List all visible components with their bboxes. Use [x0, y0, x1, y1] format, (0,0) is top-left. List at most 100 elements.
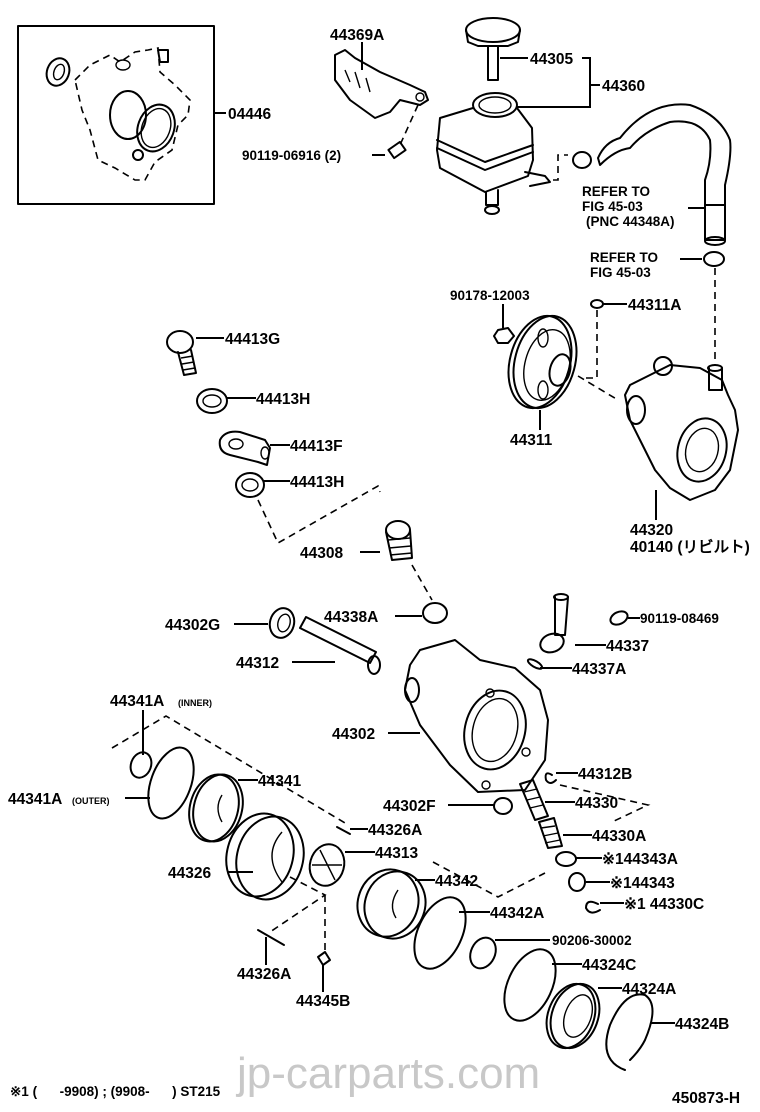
refer1-line1[interactable]: REFER TO: [582, 184, 650, 199]
label-44342A: 44342A: [490, 905, 544, 922]
plug-44302F[interactable]: [493, 797, 513, 815]
label-44313: 44313: [375, 845, 418, 862]
refer2-line2[interactable]: FIG 45-03: [590, 265, 651, 280]
label-40140: 40140 (リビルト): [630, 538, 750, 556]
plug-144343[interactable]: [568, 872, 586, 892]
rotor-44313[interactable]: [305, 840, 349, 889]
bracket-44369A[interactable]: [334, 49, 429, 119]
bearing-44324A[interactable]: [538, 977, 608, 1055]
pulley-44311[interactable]: [499, 309, 586, 415]
label-44302: 44302: [332, 726, 375, 743]
label-44320: 44320: [630, 522, 673, 539]
kit-gasket-icon: [74, 47, 191, 181]
label-90119-06916: 90119-06916 (2): [242, 148, 341, 163]
snap-ring-90206-30002[interactable]: [465, 933, 500, 972]
kit-oil-seal-icon: [45, 57, 71, 87]
housing-44302[interactable]: [404, 639, 549, 793]
label-44342: 44342: [435, 873, 478, 890]
label-90178-12003: 90178-12003: [450, 288, 530, 303]
o-ring-44341A-inner[interactable]: [127, 749, 155, 780]
snap-ring-44324B[interactable]: [605, 993, 654, 1071]
seal-kit-box[interactable]: [17, 25, 226, 205]
label-44330: 44330: [575, 795, 618, 812]
label-44302G: 44302G: [165, 617, 220, 634]
o-ring-44342A[interactable]: [404, 889, 476, 976]
label-44413H-upper: 44413H: [256, 391, 310, 408]
relief-valve-44330[interactable]: [519, 779, 549, 821]
o-ring-44341A-outer[interactable]: [140, 741, 203, 824]
label-44413G: 44413G: [225, 331, 280, 348]
pump-assembly-44320[interactable]: [624, 356, 739, 501]
label-44330A: 44330A: [592, 828, 646, 845]
hose-clamp-icon[interactable]: [572, 151, 592, 169]
label-44308: 44308: [300, 545, 343, 562]
pin-44345B[interactable]: [317, 951, 331, 966]
watermark: jp-carparts.com: [235, 1049, 540, 1098]
label-44312B: 44312B: [578, 766, 632, 783]
label-44369A: 44369A: [330, 27, 384, 44]
o-ring-44338A[interactable]: [422, 602, 448, 624]
label-44326: 44326: [168, 865, 211, 882]
bolt-90119-06916-icon[interactable]: [387, 140, 407, 160]
label-90119-08469: 90119-08469: [640, 611, 719, 626]
label-44326A-upper: 44326A: [368, 822, 422, 839]
label-44338A: 44338A: [324, 609, 378, 626]
key-44311A-icon[interactable]: [590, 299, 604, 309]
label-44305: 44305: [530, 51, 573, 68]
label-44341A-inner: 44341A: [110, 693, 164, 710]
side-plate-44342[interactable]: [348, 861, 435, 947]
label-44311A: 44311A: [628, 297, 681, 314]
refer2-line1[interactable]: REFER TO: [590, 250, 658, 265]
o-ring-44324C[interactable]: [494, 941, 566, 1028]
label-44324B: 44324B: [675, 1016, 729, 1033]
label-44312: 44312: [236, 655, 279, 672]
label-04446: 04446: [228, 106, 271, 123]
cam-ring-44326[interactable]: [217, 806, 312, 907]
spring-44330A[interactable]: [538, 817, 563, 849]
oil-seal-44302G[interactable]: [267, 605, 298, 640]
applicability-footnote: ※1 ( -9908) ; (9908- ) ST215: [10, 1084, 221, 1099]
shaft-44312[interactable]: [299, 616, 381, 675]
pin-44326A-upper[interactable]: [336, 826, 351, 835]
gasket-44413H-upper[interactable]: [196, 388, 228, 414]
label-44341A-inner-note: (INNER): [178, 698, 212, 708]
label-44337: 44337: [606, 638, 649, 655]
label-44324C: 44324C: [582, 957, 636, 974]
figure-id: 450873-H: [672, 1090, 740, 1107]
label-44311: 44311: [510, 432, 553, 449]
label-44360: 44360: [602, 78, 645, 95]
label-44413F: 44413F: [290, 438, 343, 455]
snap-ring-144330C[interactable]: [585, 900, 601, 914]
label-44337A: 44337A: [572, 661, 626, 678]
return-hose[interactable]: [597, 103, 732, 246]
bolt-90119-08469-icon[interactable]: [608, 609, 629, 627]
label-44413H-lower: 44413H: [290, 474, 344, 491]
refer1-line2[interactable]: FIG 45-03: [582, 199, 643, 214]
reservoir-tank-44360[interactable]: [436, 92, 551, 215]
label-44341A-outer-note: (OUTER): [72, 796, 110, 806]
plug-bolt-44413G[interactable]: [166, 330, 197, 376]
label-44341: 44341: [258, 773, 301, 790]
snap-ring-44312B[interactable]: [544, 772, 557, 784]
side-plate-44341[interactable]: [182, 769, 250, 847]
label-144343: ※144343: [610, 875, 675, 892]
nut-90178-12003-icon[interactable]: [493, 327, 515, 344]
refer1-line3[interactable]: (PNC 44348A): [586, 214, 675, 229]
union-44413F[interactable]: [218, 430, 271, 466]
label-44345B: 44345B: [296, 993, 350, 1010]
hose-clamp-2-icon[interactable]: [703, 251, 725, 267]
label-144343A: ※144343A: [602, 851, 678, 868]
label-44341A-outer: 44341A: [8, 791, 62, 808]
label-90206-30002: 90206-30002: [552, 933, 632, 948]
flow-control-valve-44308[interactable]: [385, 520, 413, 561]
union-44337[interactable]: [538, 593, 569, 656]
label-44326A-lower: 44326A: [237, 966, 291, 983]
o-ring-144343A[interactable]: [555, 851, 577, 867]
gasket-44413H-lower[interactable]: [235, 472, 265, 498]
label-44324A: 44324A: [622, 981, 676, 998]
label-144330C: ※1 44330C: [624, 896, 704, 913]
pin-44326A-lower[interactable]: [257, 929, 285, 946]
label-44302F: 44302F: [383, 798, 436, 815]
reservoir-cap-44305[interactable]: [465, 17, 521, 81]
